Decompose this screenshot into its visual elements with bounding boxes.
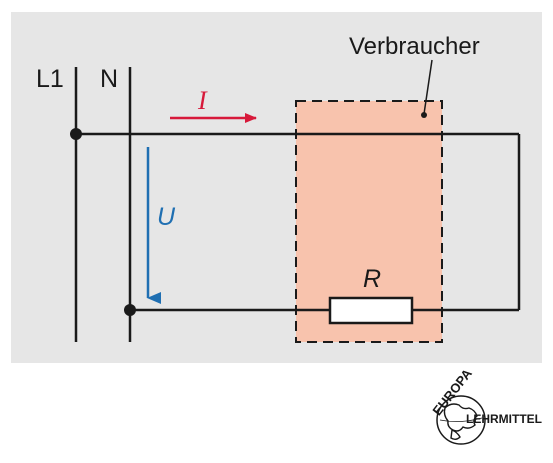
label-consumer: Verbraucher [349,33,480,60]
junction-l1 [70,128,82,140]
consumer-leader-line [423,59,433,115]
junction-n [124,304,136,316]
logo-word-right: LEHRMITTEL [466,412,542,426]
consumer-leader-dot [421,112,427,118]
label-voltage: U [157,203,176,231]
label-n: N [100,65,118,93]
diagram-background [11,12,542,363]
logo-globe [436,395,486,445]
logo-continents [443,403,478,440]
resistor-symbol [328,296,414,325]
label-resistor: R [363,265,381,293]
publisher-logo: EUROPA LEHRMITTEL [429,365,542,445]
label-current: I [197,86,208,115]
label-l1: L1 [36,65,64,93]
